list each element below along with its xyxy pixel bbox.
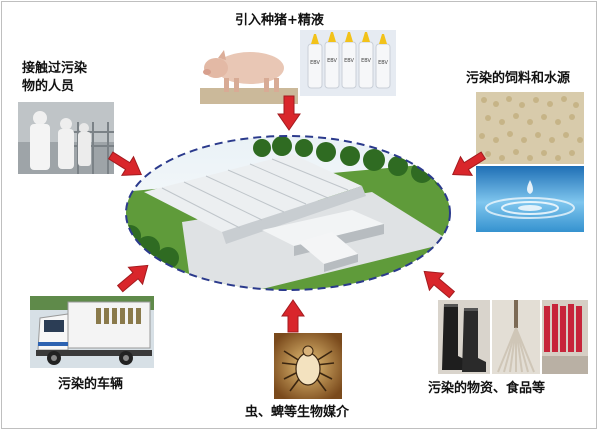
boar-photo [200,34,298,104]
label-boar-semen: 引入种猪+精液 [235,13,324,28]
arrow-top-down [277,95,301,131]
boots-photo [438,300,490,374]
label-contaminated-people-line2: 物的人员 [22,79,75,94]
label-insects-ticks: 虫、蜱等生物媒介 [245,405,350,420]
arrow-top-left [107,151,143,176]
arrow-bottom-up [281,299,305,333]
truck-photo [30,296,154,368]
bottle-label: EBV [378,60,388,66]
label-feed-water: 污染的饲料和水源 [466,71,571,86]
bottle-label: EBV [310,60,320,66]
bottle-label: EBV [344,58,354,64]
label-contaminated-supplies: 污染的物资、食品等 [428,381,546,396]
feed-pellets-photo [476,92,584,164]
semen-bottles-photo: EBV EBV EBV EBV EBV [300,30,396,96]
arrow-bottom-left [116,264,149,293]
bottle-label: EBV [361,58,371,64]
red-goods-photo [542,300,588,374]
people-photo [18,102,114,174]
arrow-top-right [451,151,487,176]
bottle-label: EBV [327,58,337,64]
label-contaminated-people-line1: 接触过污染 [22,61,88,76]
arrow-bottom-right [423,270,456,299]
tick-photo [274,333,342,399]
mop-photo [492,300,540,374]
water-drop-photo [476,166,584,232]
pig-farm-illustration [122,132,454,294]
label-contaminated-vehicles: 污染的车辆 [58,377,124,392]
